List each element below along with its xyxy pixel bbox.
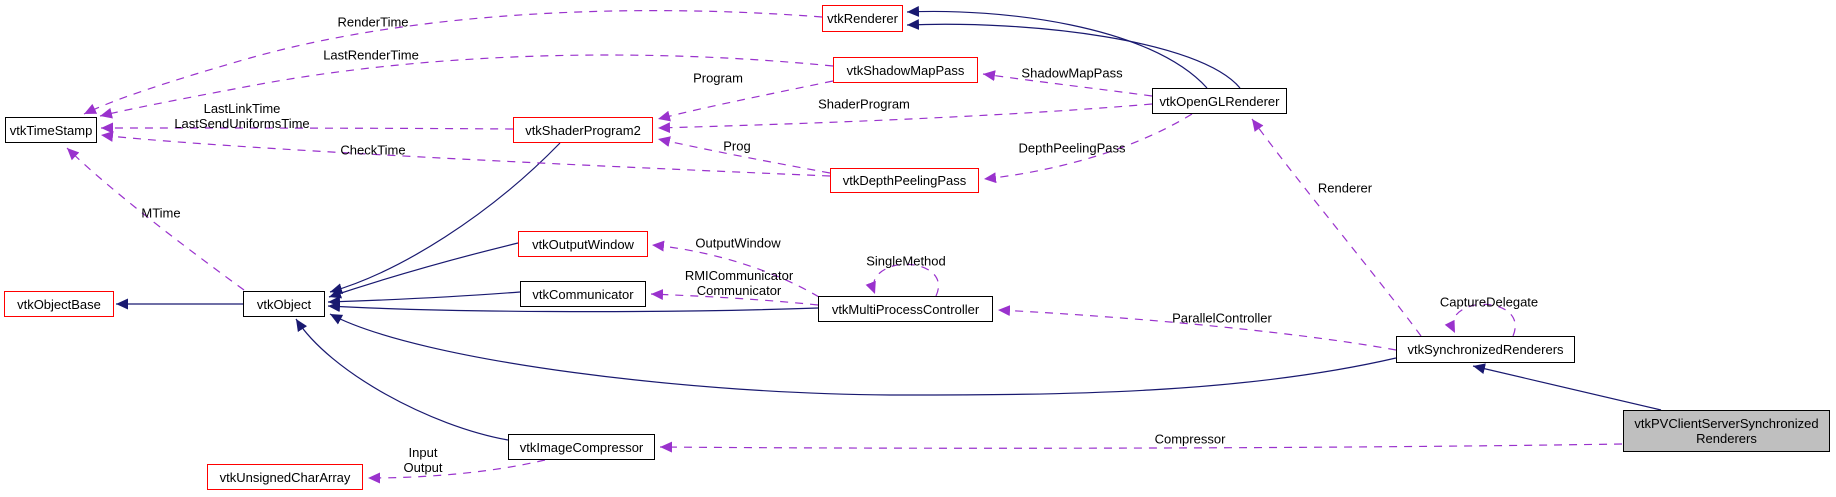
edge-prog bbox=[657, 136, 831, 174]
edge-rendertime bbox=[83, 10, 823, 115]
edge-imagecompressor-to-object bbox=[295, 318, 509, 441]
node-vtkshaderprogram2[interactable]: vtkShaderProgram2 bbox=[513, 117, 653, 143]
edge-checktime bbox=[100, 130, 831, 177]
edge-mtime bbox=[66, 147, 245, 291]
edge-label-shadowmappass: ShadowMapPass bbox=[1021, 65, 1123, 81]
edge-synchronizedrenderers-to-object bbox=[329, 313, 1397, 396]
node-vtkpvclientserversynchronizedrenderers: vtkPVClientServerSynchronized Renderers bbox=[1623, 410, 1830, 452]
edge-label-input-output: Input Output bbox=[403, 445, 443, 475]
edge-label-shaderprogram: ShaderProgram bbox=[818, 96, 910, 112]
node-vtkdepthpeelingpass[interactable]: vtkDepthPeelingPass bbox=[830, 168, 979, 193]
node-vtkobject[interactable]: vtkObject bbox=[243, 291, 325, 317]
edge-label-capturedelegate: CaptureDelegate bbox=[1439, 294, 1539, 310]
edge-shaderprogram2-to-object bbox=[329, 142, 561, 294]
node-vtkimagecompressor[interactable]: vtkImageCompressor bbox=[508, 434, 655, 460]
edge-multiprocesscontroller-to-object bbox=[327, 301, 819, 313]
edge-openglrenderer-to-renderer-2 bbox=[906, 19, 1241, 89]
node-vtkcommunicator[interactable]: vtkCommunicator bbox=[520, 281, 646, 307]
edge-label-compressor: Compressor bbox=[1154, 431, 1226, 447]
node-vtkrenderer[interactable]: vtkRenderer bbox=[822, 5, 903, 32]
node-vtkmultiprocesscontroller[interactable]: vtkMultiProcessController bbox=[818, 296, 993, 322]
edge-communicator-to-object bbox=[327, 291, 521, 308]
edge-singlemethod-selfloop bbox=[865, 263, 939, 297]
edge-label-rmicommunicator: RMICommunicator Communicator bbox=[684, 268, 794, 298]
edge-rmicommunicator bbox=[650, 289, 819, 306]
edge-depthpeelingpass bbox=[983, 113, 1193, 184]
edge-label-program: Program bbox=[693, 70, 743, 86]
edge-label-lastlinktime: LastLinkTime LastSendUniformsTime bbox=[174, 101, 310, 131]
node-vtkunsignedchararray[interactable]: vtkUnsignedCharArray bbox=[207, 464, 363, 490]
edge-label-lastrendertime: LastRenderTime bbox=[323, 47, 419, 63]
edge-shaderprogram bbox=[657, 103, 1153, 134]
edge-label-prog: Prog bbox=[723, 138, 751, 154]
node-vtkoutputwindow[interactable]: vtkOutputWindow bbox=[518, 231, 648, 257]
edge-parallelcontroller bbox=[997, 305, 1397, 351]
node-vtkobjectbase[interactable]: vtkObjectBase bbox=[4, 291, 114, 317]
edge-label-parallelcontroller: ParallelController bbox=[1172, 310, 1272, 326]
edge-outputwindow bbox=[651, 240, 820, 298]
edge-input-output bbox=[367, 459, 546, 484]
edge-pvclientserver-to-synchronizedrenderers bbox=[1472, 363, 1662, 411]
edge-shadowmappass bbox=[982, 70, 1153, 97]
edge-lastrendertime bbox=[99, 54, 834, 119]
node-vtktimestamp[interactable]: vtkTimeStamp bbox=[5, 117, 97, 143]
node-vtksynchronizedrenderers[interactable]: vtkSynchronizedRenderers bbox=[1396, 336, 1575, 363]
edge-label-rendertime: RenderTime bbox=[337, 14, 409, 30]
usage-edges bbox=[66, 10, 1623, 484]
edge-compressor bbox=[659, 441, 1623, 453]
edge-label-mtime: MTime bbox=[141, 205, 181, 221]
inheritance-edges bbox=[116, 6, 1662, 441]
node-vtkshadowmappass[interactable]: vtkShadowMapPass bbox=[833, 57, 978, 83]
edge-label-checktime: CheckTime bbox=[340, 142, 406, 158]
edge-label-outputwindow: OutputWindow bbox=[695, 235, 781, 251]
edge-label-depthpeelingpass: DepthPeelingPass bbox=[1018, 140, 1126, 156]
edge-label-singlemethod: SingleMethod bbox=[866, 253, 946, 269]
edge-label-renderer: Renderer bbox=[1317, 180, 1373, 196]
edge-program bbox=[657, 80, 834, 122]
edge-capturedelegate-selfloop bbox=[1444, 303, 1516, 337]
edge-renderer bbox=[1251, 118, 1422, 337]
node-vtkopenglrenderer[interactable]: vtkOpenGLRenderer bbox=[1152, 88, 1287, 114]
edge-openglrenderer-to-renderer-1 bbox=[906, 6, 1208, 89]
edge-outputwindow-to-object bbox=[328, 242, 519, 299]
